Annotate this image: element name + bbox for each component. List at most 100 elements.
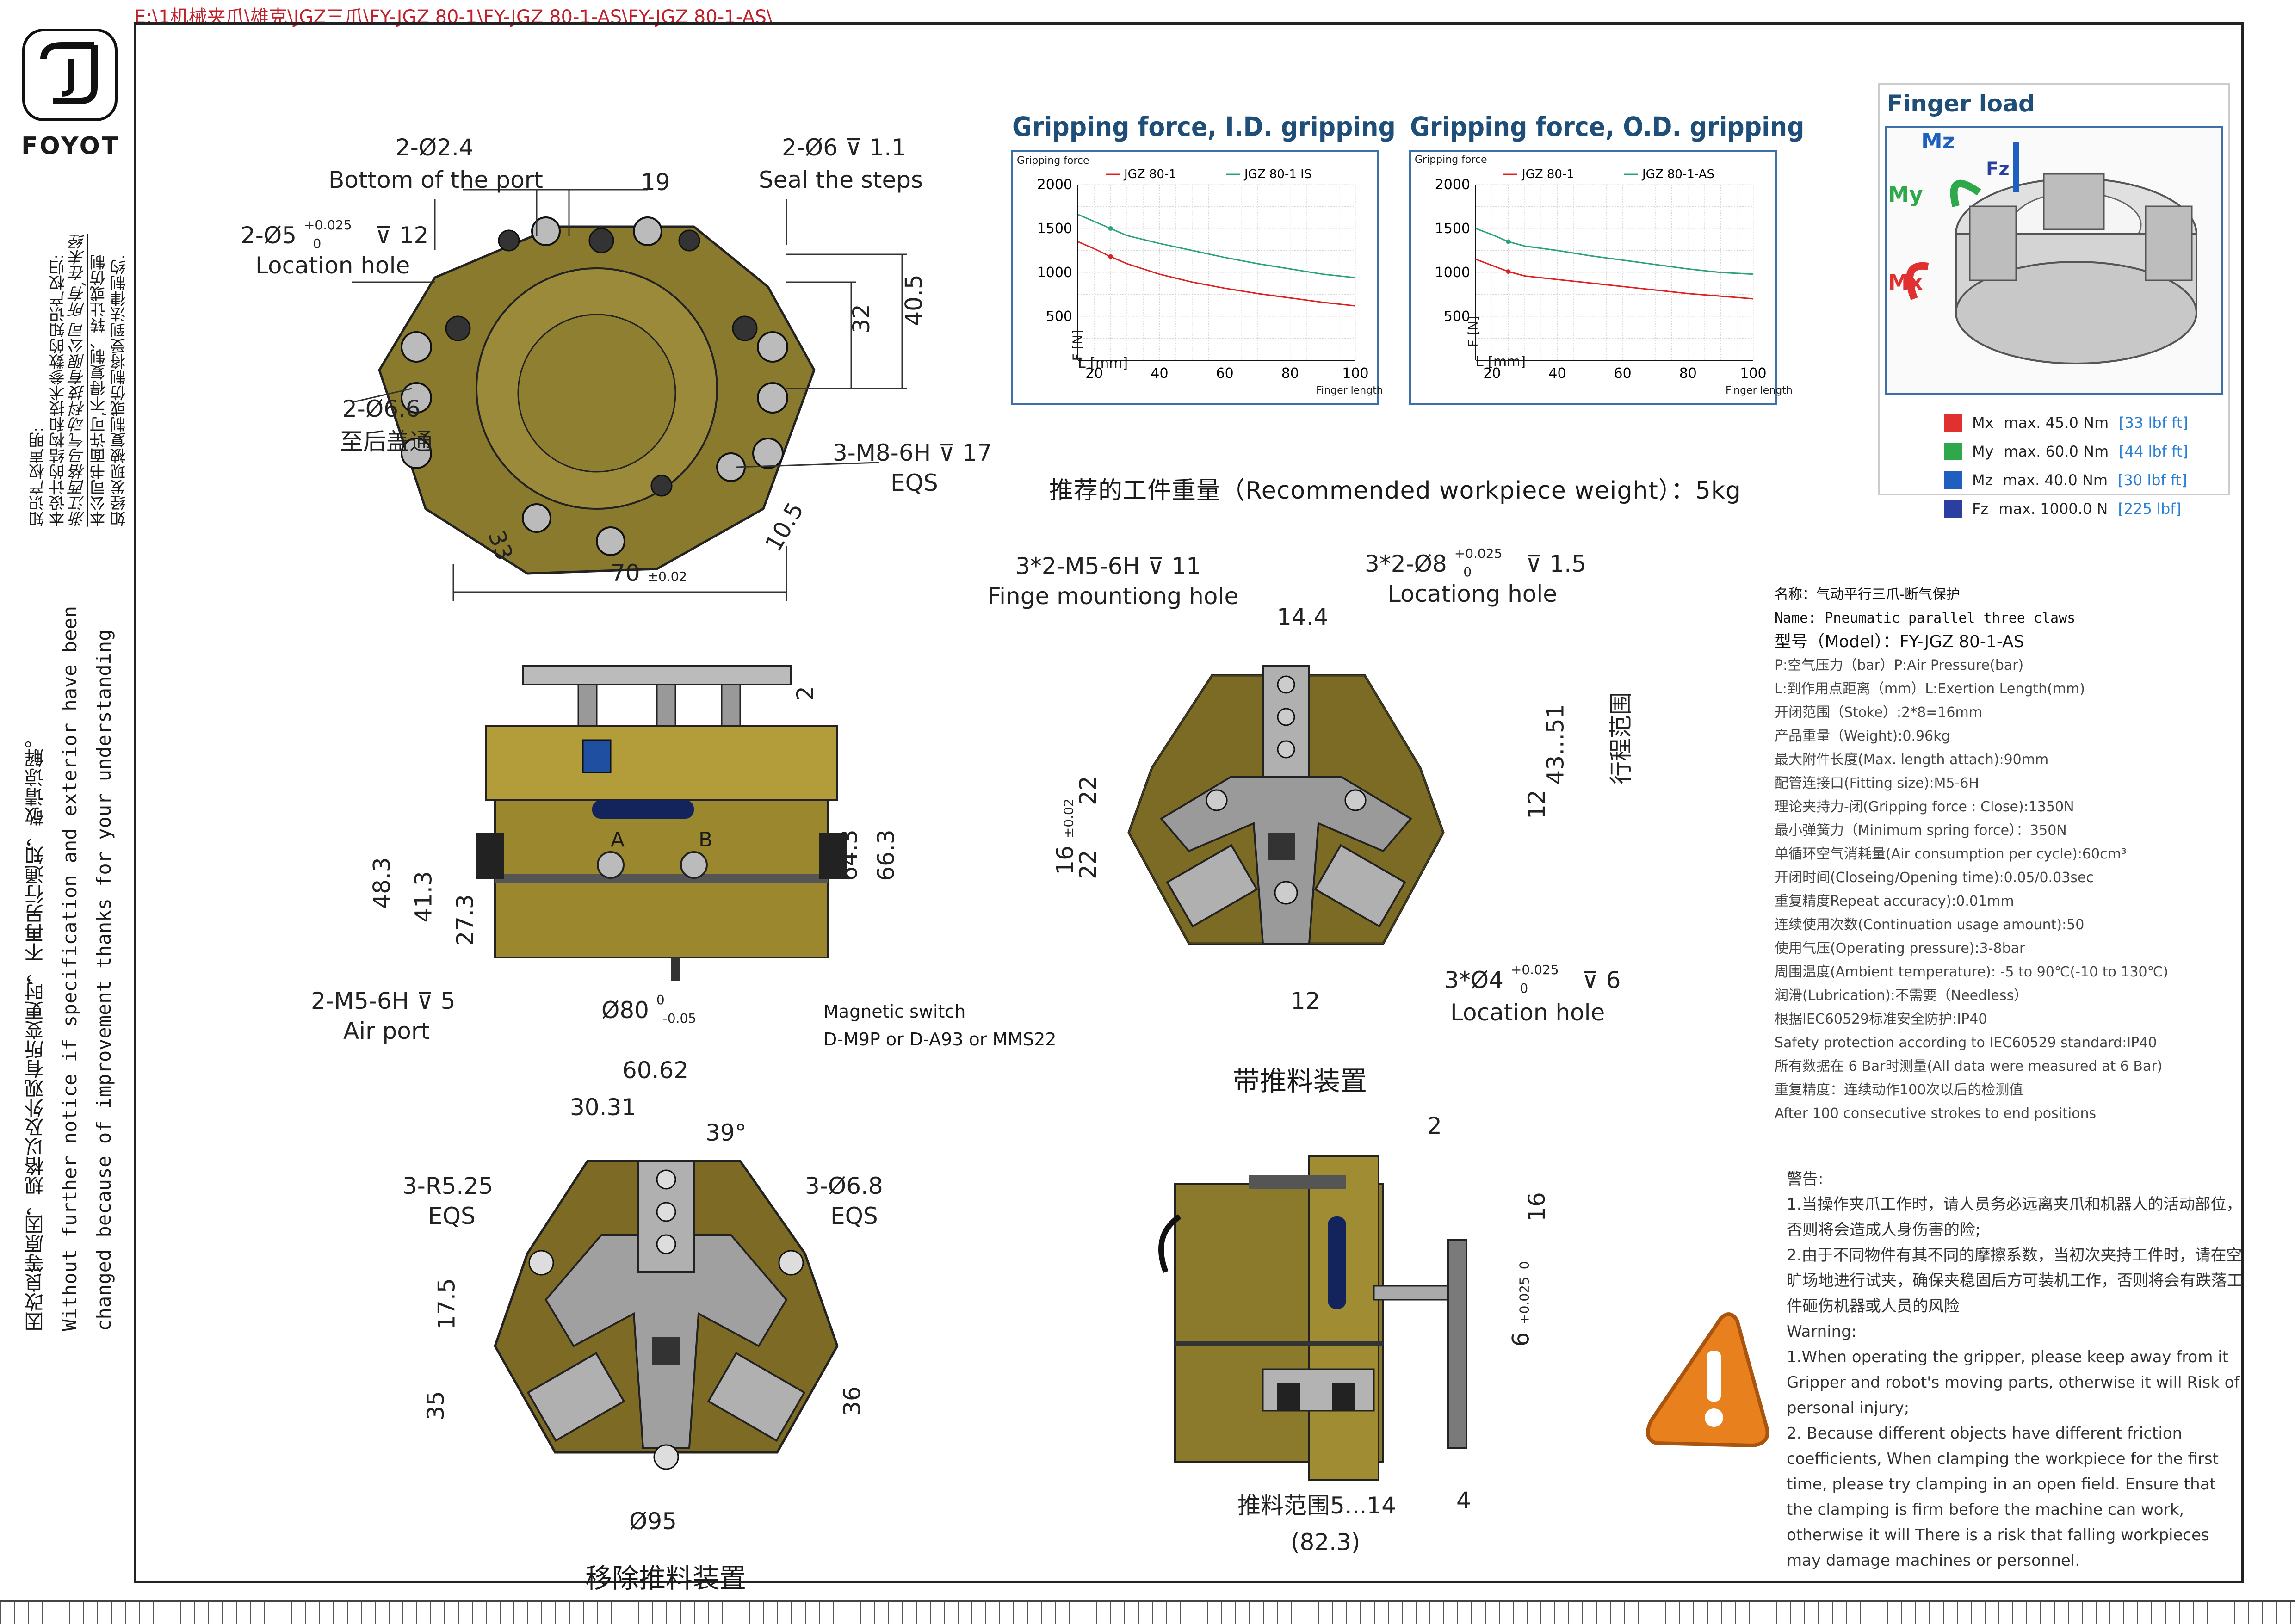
legend-text: max. 45.0 Nm	[2004, 414, 2109, 432]
spec-line: 重复精度Repeat accuracy):0.01mm	[1775, 893, 2014, 909]
side2-dim-6-low: 0	[1516, 1261, 1532, 1270]
stroke-range: 43...51	[1542, 704, 1569, 785]
hole-callout: 3-Ø6.8	[805, 1173, 883, 1199]
seal-steps-callout: 2-Ø6	[782, 134, 838, 161]
side-dim-64-3: 64.3	[835, 829, 863, 881]
air-port-callout: 2-M5-6H	[311, 988, 409, 1014]
dia-80: Ø80	[601, 997, 649, 1024]
label-fz: Fz	[1986, 159, 2010, 180]
finger-mount-label: Finge mountiong hole	[988, 583, 1239, 610]
location-hole-callout: 2-Ø5	[241, 222, 297, 249]
spec-name-en: Name: Pneumatic parallel three claws	[1775, 610, 2076, 626]
no-pusher-view-drawing	[481, 1152, 851, 1485]
y-tick-label: 1500	[1435, 221, 1470, 237]
drawing-frame	[134, 22, 2244, 1583]
legend-row-mz: Mz max. 40.0 Nm [30 lbf ft]	[1944, 466, 2188, 494]
spec-line: 所有数据在 6 Bar时测量(All data were measured at…	[1775, 1058, 2163, 1074]
side-dim-27-3: 27.3	[452, 894, 479, 946]
spec-model: 型号（Model）：FY-JGZ 80-1-AS	[1775, 632, 2024, 651]
chart-od-xlabel: L [mm]	[1476, 354, 1526, 370]
push-dim-16-tol: ±0.02	[1061, 798, 1076, 839]
location-hole2-low: 0	[1520, 981, 1528, 996]
location-hole-depth: 12	[399, 222, 429, 249]
finger-load-title: Finger load	[1887, 90, 2035, 117]
chart-od-y-title: Gripping force	[1415, 154, 1487, 166]
legend-row-fz: Fz max. 1000.0 N [225 lbf]	[1944, 494, 2188, 523]
series-point-1	[1108, 226, 1113, 231]
stroke-range-cn: 行程范围	[1608, 692, 1634, 784]
y-tick-label: 2000	[1037, 177, 1072, 193]
legend-symbol: My	[1972, 443, 1994, 460]
dia-80-low: -0.05	[662, 1011, 697, 1026]
dim-14-4: 14.4	[1277, 604, 1329, 630]
side-dim-48-3: 48.3	[368, 857, 396, 909]
side-dim-66-3: 66.3	[872, 829, 900, 881]
dia-80-up: 0	[656, 992, 665, 1007]
spec-line: 配管连接口(Fitting size):M5-6H	[1775, 775, 1979, 791]
spec-line: 单循环空气消耗量(Air consumption per cycle):60cm…	[1775, 846, 2127, 862]
side2-dim-6: 6	[1507, 1332, 1534, 1347]
x-tick-label: 20	[1483, 365, 1501, 382]
spec-list: 名称：气动平行三爪-断气保护 Name: Pneumatic parallel …	[1775, 583, 2168, 1125]
air-port-depth: 5	[440, 988, 456, 1014]
dia-95: Ø95	[629, 1508, 677, 1535]
locating-hole-callout: 3*2-Ø8	[1365, 550, 1447, 577]
warning-title-en: Warning:	[1787, 1322, 1857, 1341]
side-view-drawing	[463, 661, 879, 994]
ip-notice-line: 本设计的结构和技术参数的知识产权归:	[49, 254, 68, 527]
side2-dim-16: 16	[1523, 1192, 1550, 1222]
side2-dim-2: 2	[1427, 1112, 1442, 1139]
chart-id-x-title: Finger length	[1316, 385, 1383, 396]
push-dim-12v: 12	[1523, 790, 1550, 819]
label-mz: Mz	[1921, 129, 1955, 154]
warning-text: 警告: 1.当操作夹爪工作时，请人员务必远离夹爪和机器人的活动部位，否则将会造成…	[1787, 1167, 2245, 1574]
warning-title-cn: 警告:	[1787, 1170, 1824, 1188]
series-point-1	[1506, 239, 1511, 244]
angle-39: 39°	[705, 1119, 747, 1146]
spec-line: L:到作用点距离（mm）L:Exertion Length(mm)	[1775, 681, 2085, 697]
spec-line: 最小弹簧力（Minimum spring force）：350N	[1775, 822, 2067, 839]
series-line-1	[1077, 214, 1356, 278]
y-tick-label: 1000	[1037, 265, 1072, 281]
spec-line: 周围温度(Ambient temperature): -5 to 90℃(-10…	[1775, 964, 2169, 980]
series-point-0	[1108, 254, 1113, 259]
dim-70: 70	[611, 560, 640, 587]
spec-name-cn: 名称：气动平行三爪-断气保护	[1775, 587, 1960, 603]
dim-32: 32	[847, 304, 875, 333]
dim-36: 36	[838, 1386, 866, 1416]
spec-line: 理论夹持力-闭(Gripping force : Close):1350N	[1775, 799, 2074, 815]
finger-mount-callout: 3*2-M5-6H	[1015, 553, 1140, 580]
seal-label: Seal the steps	[759, 167, 923, 193]
thread-eqs: EQS	[891, 469, 938, 496]
series-line-1	[1475, 228, 1754, 275]
spec-line: 重复精度：连续动作100次以后的检测值	[1775, 1082, 2023, 1098]
through-hole-label: 至后盖通	[340, 428, 433, 455]
x-tick-label: 60	[1614, 365, 1632, 382]
port-a-label: A	[611, 828, 625, 852]
foyot-logo-icon	[22, 29, 118, 121]
x-tick-label: 60	[1216, 365, 1234, 382]
legend-swatch	[1944, 471, 1962, 489]
seal-depth: 1.1	[869, 134, 906, 161]
side2-dim-6-up: +0.025	[1516, 1277, 1532, 1325]
finger-load-legend: Mx max. 45.0 Nm [33 lbf ft] My max. 60.0…	[1944, 408, 2188, 523]
port-bottom-label: Bottom of the port	[328, 167, 543, 193]
pusher-view-caption: 带推料装置	[1233, 1065, 1367, 1097]
spec-line: 产品重量（Weight):0.96kg	[1775, 728, 1950, 744]
spec-line: 最大附件长度(Max. length attach):90mm	[1775, 752, 2049, 768]
radius-callout: 3-R5.25	[402, 1173, 493, 1199]
location-hole2-depth: 6	[1606, 967, 1621, 994]
x-tick-label: 80	[1281, 365, 1299, 382]
location-hole2-up: +0.025	[1510, 962, 1559, 977]
improvement-notice-line: 因改良等原因，规格以及外观有所变更时，不再另行通知，敬请谅解。	[24, 729, 47, 1331]
series-line-0	[1077, 241, 1356, 307]
ip-notice-line: 如经发现被复制或仿制将受到法律制约.	[110, 254, 129, 527]
legend-label-0: JGZ 80-1	[1123, 167, 1176, 181]
air-port-label: Air port	[343, 1018, 430, 1044]
spec-line: 润滑(Lubrication):不需要（Needless）	[1775, 988, 2028, 1004]
ip-notice-line: 浙江西格马气动科技有限公司 所有,在未经	[69, 234, 88, 527]
magnetic-switch-label: Magnetic switch	[823, 1001, 966, 1022]
legend-text: max. 60.0 Nm	[2004, 443, 2109, 460]
radius-eqs: EQS	[428, 1203, 476, 1229]
